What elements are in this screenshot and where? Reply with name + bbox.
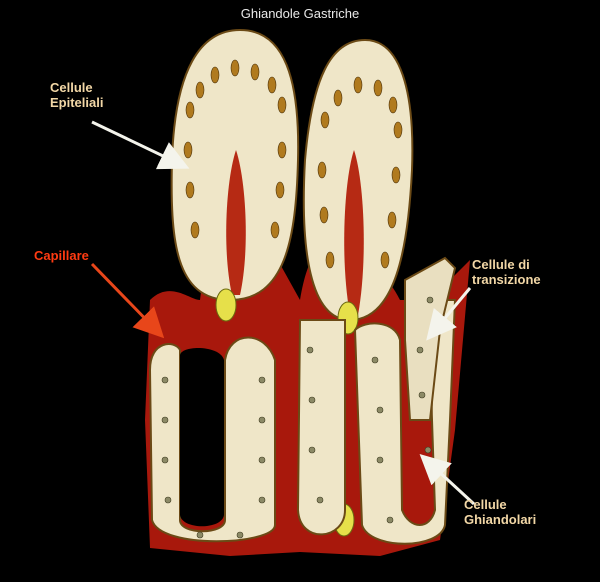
left-villus-core [226, 150, 246, 295]
label-line: transizione [472, 272, 541, 287]
middle-gland-tubule [296, 319, 346, 536]
left-gland-lumen [180, 348, 224, 527]
diagram-title: Ghiandole Gastriche [240, 6, 360, 21]
label-line: Capillare [34, 248, 89, 263]
left-gland-tubule [148, 336, 276, 543]
label-line: Cellule di [472, 257, 530, 272]
arrow-ghiandolari [419, 453, 476, 506]
label-cellule-epiteliali: Cellule Epiteliali [50, 80, 103, 110]
left-core-cell [215, 288, 237, 322]
label-line: Ghiandolari [464, 512, 537, 527]
arrow-transizione [426, 287, 472, 341]
villus-nuclei [183, 59, 403, 269]
label-capillare: Capillare [34, 248, 89, 263]
right-villus-core [344, 150, 364, 315]
label-line: Epiteliali [50, 95, 104, 110]
label-line: Cellule [464, 497, 507, 512]
label-line: Cellule [50, 80, 93, 95]
label-cellule-transizione: Cellule di transizione [472, 257, 541, 287]
arrow-capillare [90, 262, 165, 339]
gland-nuclei [161, 296, 434, 539]
label-cellule-ghiandolari: Cellule Ghiandolari [464, 497, 536, 527]
arrow-epiteliali [91, 120, 190, 170]
